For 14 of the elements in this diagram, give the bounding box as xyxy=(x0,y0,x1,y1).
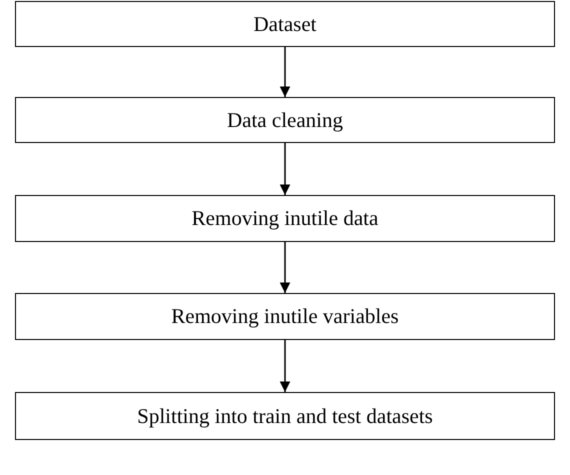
arrow xyxy=(280,340,290,392)
box-label: Dataset xyxy=(254,12,316,36)
process-box xyxy=(15,1,555,47)
process-box xyxy=(15,97,555,143)
box-label: Splitting into train and test datasets xyxy=(137,404,433,428)
box-label: Data cleaning xyxy=(226,108,344,132)
arrow xyxy=(280,242,290,293)
box-label: Removing inutile variables xyxy=(171,304,399,329)
arrow xyxy=(280,47,290,97)
process-box xyxy=(15,392,555,440)
process-box xyxy=(15,195,555,242)
arrow xyxy=(280,143,290,195)
process-box xyxy=(15,293,555,340)
box-label: Removing inutile data xyxy=(192,206,378,231)
